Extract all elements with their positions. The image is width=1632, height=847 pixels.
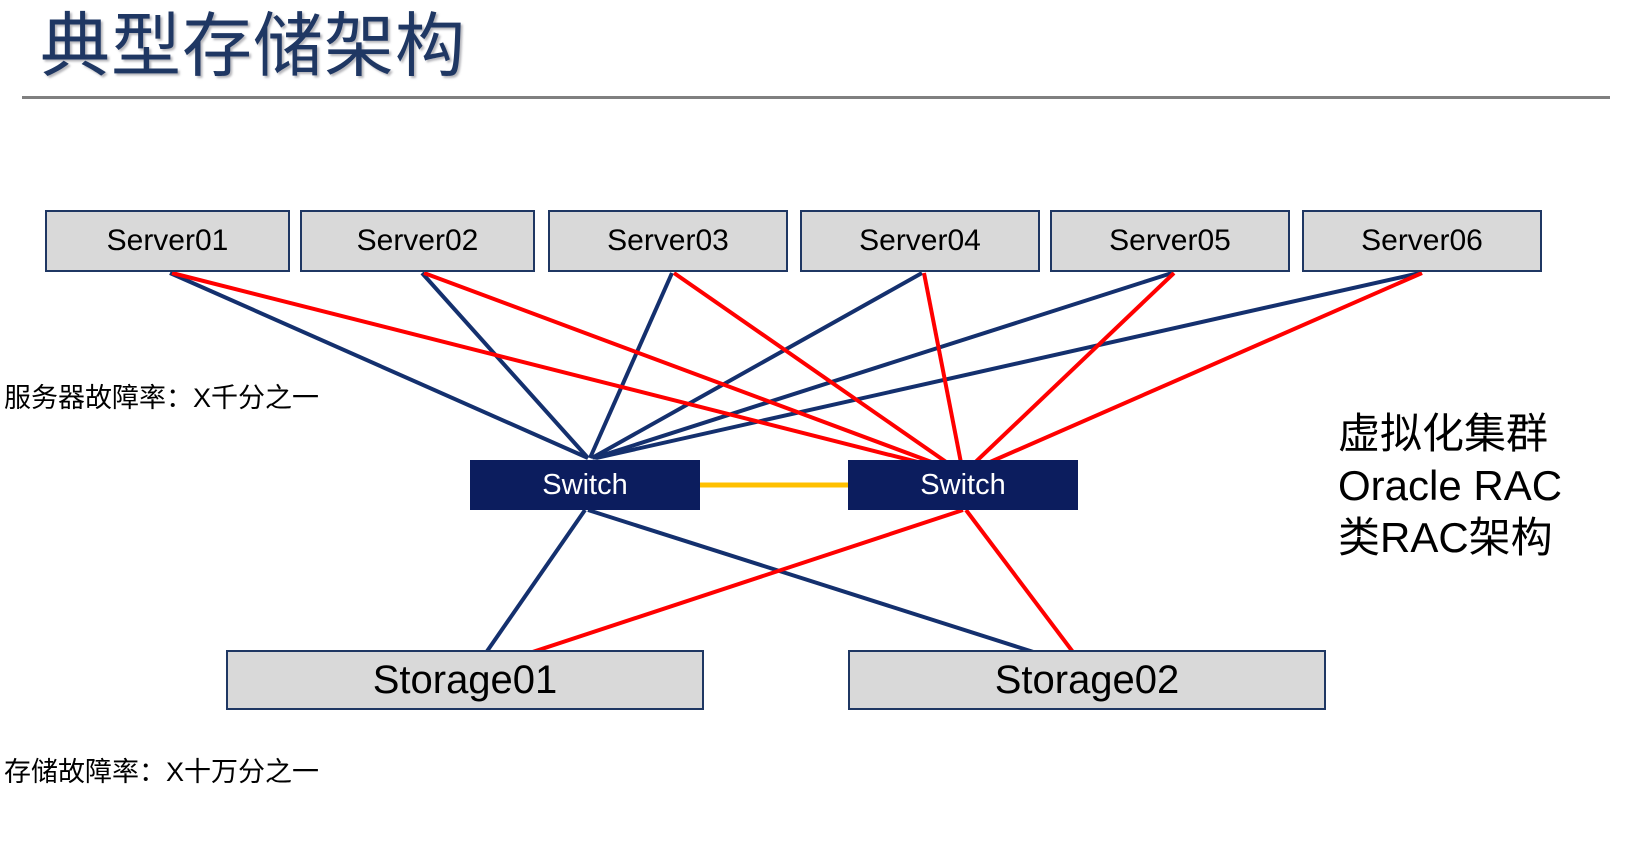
note-storage-failure-rate: 存储故障率：X十万分之一 bbox=[4, 757, 320, 787]
page-title: 典型存储架构 bbox=[40, 7, 466, 85]
node-server02-label: Server02 bbox=[356, 224, 479, 257]
node-switch-left[interactable]: Switch bbox=[470, 460, 700, 510]
node-switch-right[interactable]: Switch bbox=[848, 460, 1078, 510]
note-server-failure-rate: 服务器故障率：X千分之一 bbox=[4, 383, 320, 413]
node-storage01[interactable]: Storage01 bbox=[226, 650, 704, 710]
node-storage02[interactable]: Storage02 bbox=[848, 650, 1326, 710]
node-switch-left-label: Switch bbox=[542, 468, 628, 501]
links-left-switch-to-storage bbox=[472, 508, 1091, 672]
links-servers-to-right-switch bbox=[171, 271, 1423, 475]
node-server05[interactable]: Server05 bbox=[1050, 210, 1290, 272]
node-server06[interactable]: Server06 bbox=[1302, 210, 1542, 272]
node-server02[interactable]: Server02 bbox=[300, 210, 535, 272]
cluster-note-line2: Oracle RAC bbox=[1338, 462, 1563, 509]
node-switch-right-label: Switch bbox=[920, 468, 1006, 501]
node-storage01-label: Storage01 bbox=[372, 657, 558, 702]
node-server01-label: Server01 bbox=[106, 224, 229, 257]
links-right-switch-to-storage bbox=[471, 508, 1090, 674]
cluster-note-line1: 虚拟化集群 bbox=[1338, 410, 1549, 457]
node-server04[interactable]: Server04 bbox=[800, 210, 1040, 272]
node-server01[interactable]: Server01 bbox=[45, 210, 290, 272]
cluster-notes: 虚拟化集群 Oracle RAC 类RAC架构 bbox=[1338, 408, 1562, 564]
node-server03[interactable]: Server03 bbox=[548, 210, 788, 272]
node-storage02-label: Storage02 bbox=[994, 657, 1180, 702]
node-server05-label: Server05 bbox=[1109, 224, 1231, 257]
title-divider bbox=[22, 96, 1610, 99]
node-server06-label: Server06 bbox=[1361, 224, 1483, 257]
node-server03-label: Server03 bbox=[607, 224, 729, 257]
cluster-note-line3: 类RAC架构 bbox=[1338, 514, 1553, 561]
node-server04-label: Server04 bbox=[859, 224, 981, 257]
links-servers-to-left-switch bbox=[169, 271, 1421, 460]
